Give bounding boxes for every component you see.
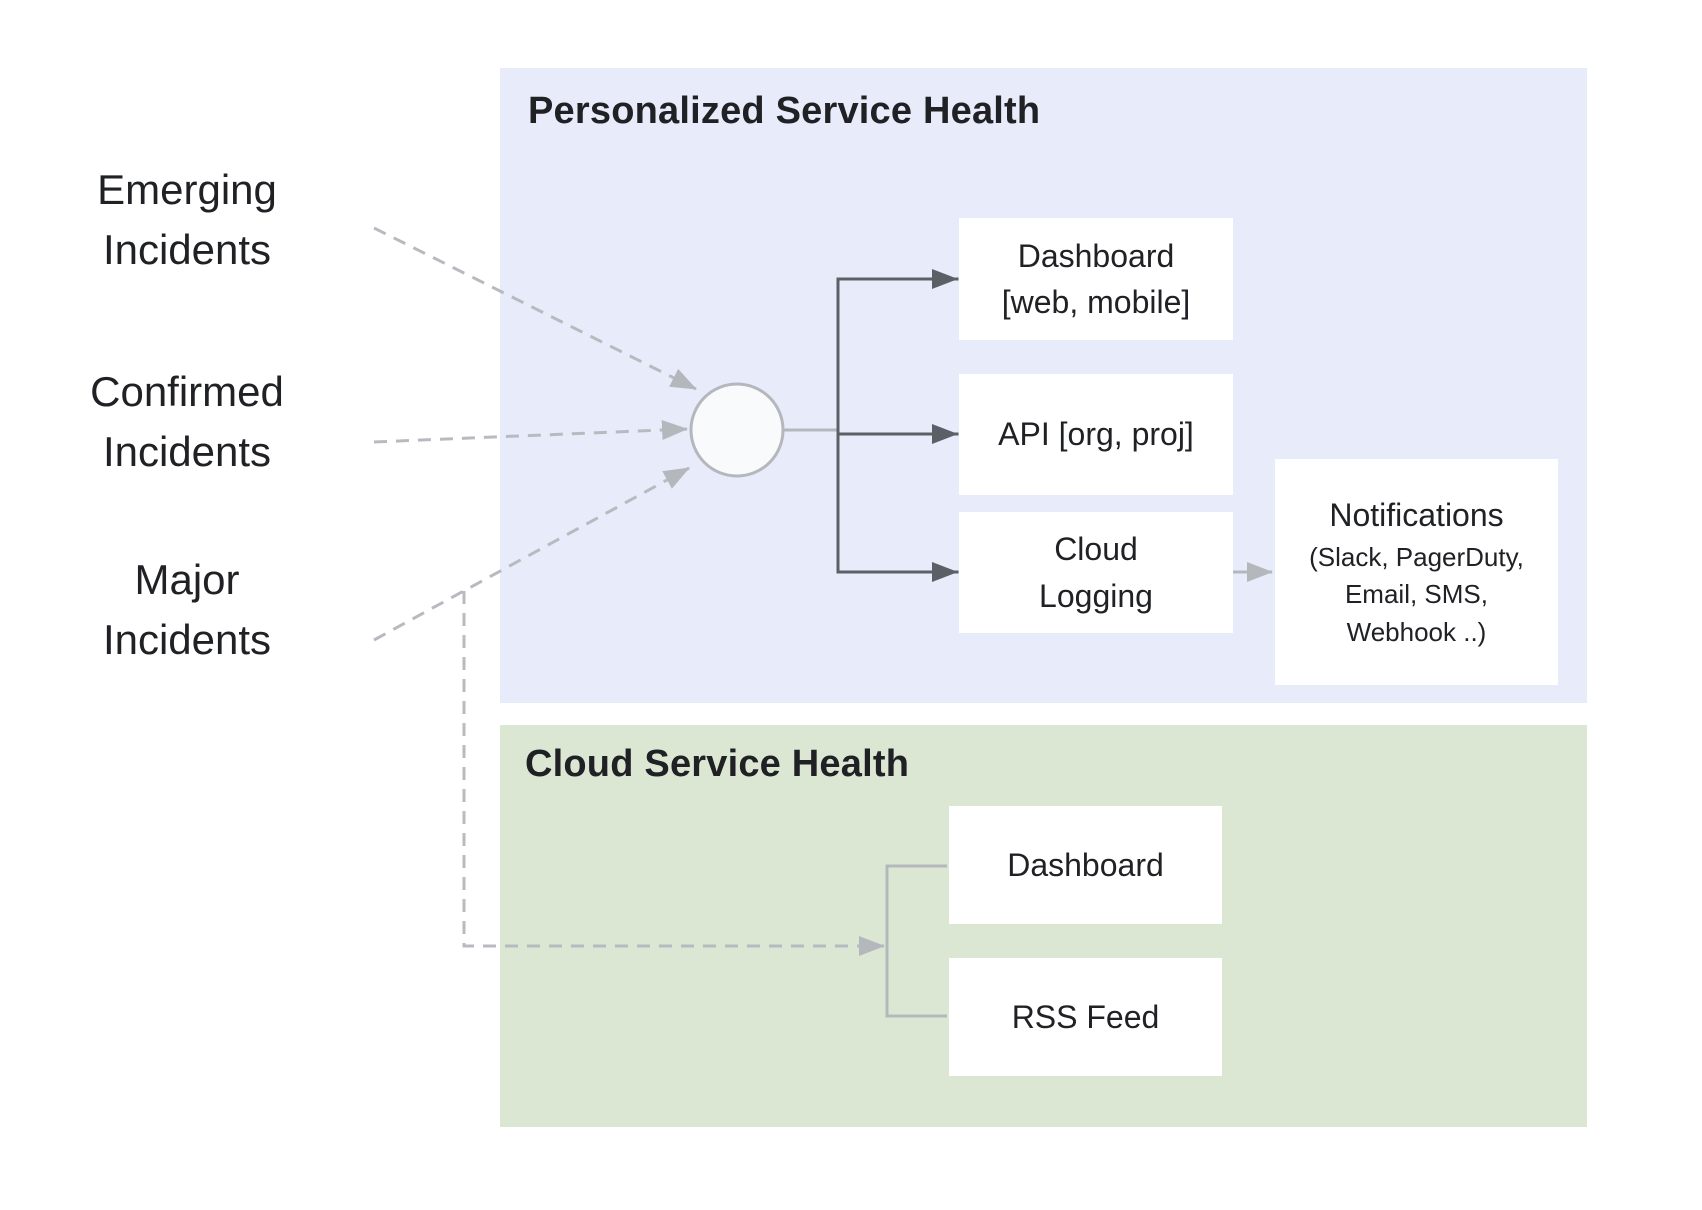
node-dashboard-web-mobile: Dashboard [web, mobile] (959, 218, 1233, 340)
input-label-emerging: Emerging Incidents (97, 166, 277, 273)
node-rss-feed: RSS Feed (949, 958, 1222, 1076)
personalized-panel-title: Personalized Service Health (528, 90, 1041, 132)
notifications-title: Notifications (1329, 497, 1504, 534)
node-cloud-logging: Cloud Logging (959, 512, 1233, 633)
node-cloud-dashboard: Dashboard (949, 806, 1222, 924)
cloud-panel-title: Cloud Service Health (525, 743, 910, 785)
input-label-confirmed: Confirmed Incidents (90, 368, 284, 475)
node-api-org-proj: API [org, proj] (959, 374, 1233, 495)
notifications-channels: (Slack, PagerDuty, Email, SMS, Webhook .… (1309, 541, 1524, 648)
node-notifications: Notifications (Slack, PagerDuty, Email, … (1275, 459, 1558, 685)
input-label-major: Major Incidents (102, 556, 272, 663)
